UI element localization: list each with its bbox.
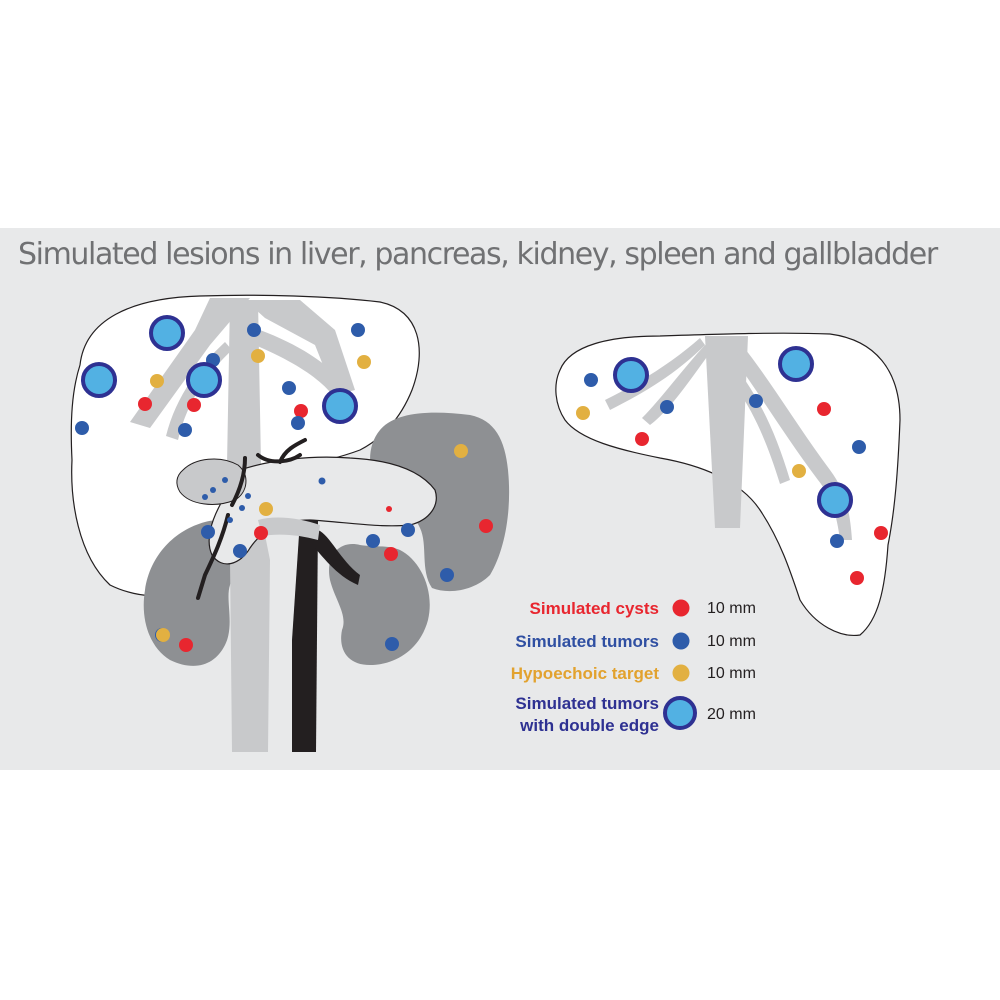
left-aorta [292, 520, 318, 752]
right-tumors [584, 373, 866, 548]
left-cysts [138, 397, 493, 652]
yellow-dot-icon [672, 664, 690, 682]
left-hypoechoic-targets [150, 349, 468, 642]
legend-item-hypoechoic: Hypoechoic target 10 mm [511, 664, 756, 683]
left-double-edge-tumors [81, 315, 358, 424]
legend-size-cysts: 10 mm [707, 600, 756, 617]
diagram-title: Simulated lesions in liver, pancreas, ki… [18, 237, 938, 272]
left-bile-ducts [196, 438, 307, 600]
legend-label-cysts: Simulated cysts [530, 599, 659, 618]
right-double-edge-tumors [613, 346, 853, 518]
legend-label-double-edge-line2: with double edge [519, 716, 659, 735]
legend-size-double-edge: 20 mm [707, 706, 756, 723]
blue-dot-icon [672, 632, 690, 650]
left-spleen [370, 412, 510, 592]
legend: Simulated cysts 10 mm Simulated tumors 1… [511, 599, 756, 735]
legend-label-hypoechoic: Hypoechoic target [511, 664, 660, 683]
legend-size-tumors: 10 mm [707, 633, 756, 650]
left-aorta-branch [312, 530, 360, 585]
right-phantom [555, 332, 901, 637]
red-dot-icon [672, 599, 690, 617]
left-phantom [70, 294, 510, 752]
left-portal-branches [258, 517, 320, 540]
right-hypoechoic-targets [576, 406, 806, 478]
legend-item-double-edge: Simulated tumors with double edge 20 mm [515, 694, 756, 735]
legend-label-double-edge-line1: Simulated tumors [515, 694, 659, 713]
legend-item-tumors: Simulated tumors 10 mm [515, 632, 756, 651]
double-edge-circle-icon [663, 696, 697, 730]
right-liver [555, 332, 901, 637]
legend-label-tumors: Simulated tumors [515, 632, 659, 651]
legend-item-cysts: Simulated cysts 10 mm [530, 599, 756, 618]
right-cysts [635, 402, 888, 585]
legend-size-hypoechoic: 10 mm [707, 665, 756, 682]
